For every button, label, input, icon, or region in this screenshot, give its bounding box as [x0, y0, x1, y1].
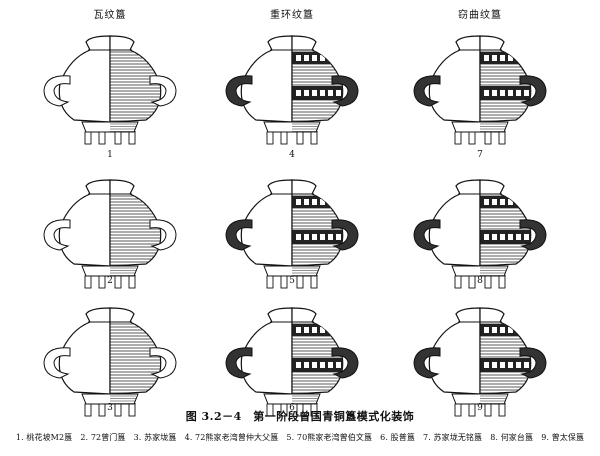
- column-title-wawen: 瓦纹簋: [93, 10, 127, 21]
- vessel-drawing-9: [413, 307, 547, 417]
- figure-number: 3: [107, 403, 113, 413]
- figure-number: 4: [289, 150, 295, 160]
- figure-number: 6: [289, 403, 295, 413]
- vessel-drawing-7: [413, 35, 547, 145]
- figure-number: 9: [477, 403, 483, 413]
- figure-number: 5: [289, 276, 295, 286]
- figure-number: 2: [107, 276, 113, 286]
- vessel-drawing-8: [413, 179, 547, 289]
- vessel-drawing-3: [43, 307, 177, 417]
- vessel-drawing-5: [225, 179, 359, 289]
- vessel-drawing-4: [225, 35, 359, 145]
- figure-number: 7: [477, 150, 483, 160]
- column-title-qiequ: 窃曲纹簋: [458, 10, 502, 21]
- column-title-chonghuan: 重环纹簋: [270, 10, 314, 21]
- vessel-drawing-6: [225, 307, 359, 417]
- vessel-drawing-2: [43, 179, 177, 289]
- figure-legend: 1. 桃花坡M2簋 2. 72曾门簋 3. 苏家垅簋 4. 72熊家老湾曾仲大父…: [15, 433, 585, 442]
- vessel-drawing-1: [43, 35, 177, 145]
- figure-number: 8: [477, 276, 483, 286]
- figure-caption: 图 3.2－4 第一阶段曾国青铜簋模式化装饰: [185, 410, 415, 423]
- figure-number: 1: [107, 150, 113, 160]
